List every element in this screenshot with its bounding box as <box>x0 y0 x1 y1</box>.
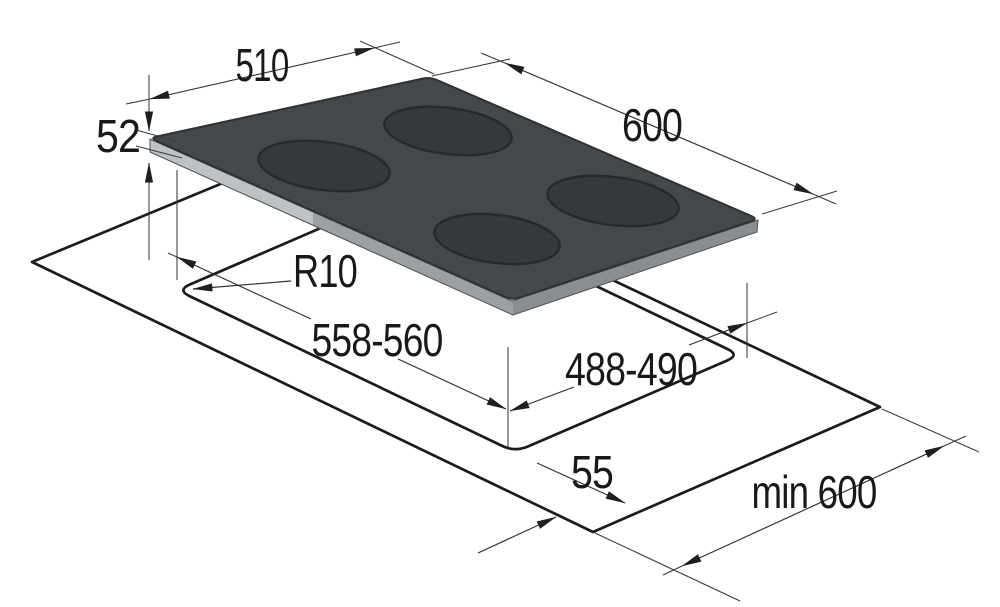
hob-glass-top <box>152 76 756 300</box>
dim-tail <box>662 565 683 576</box>
dim-label-55: 55 <box>571 446 613 498</box>
dim-label-52: 52 <box>96 110 140 162</box>
dim-label-558-560: 558-560 <box>312 314 443 366</box>
dim-label-min-600: min 600 <box>752 466 877 518</box>
hob-edge-front <box>313 212 513 315</box>
dim-line-min-600 <box>681 445 945 567</box>
dim-label-488-490: 488-490 <box>565 343 697 395</box>
dim-tail <box>480 52 506 64</box>
dimension-558-560: 558-560 <box>167 170 509 447</box>
dim-line-558-560-a <box>176 256 312 320</box>
leader-r10 <box>192 280 292 292</box>
dim-line-600 <box>504 62 814 195</box>
dim-label-r10: R10 <box>293 245 357 297</box>
hob-edge-left <box>150 139 313 226</box>
dim-tail <box>812 193 837 205</box>
dim-tail <box>746 311 778 324</box>
dimension-600: 600 <box>431 52 838 215</box>
ext-line-top-corner <box>431 58 511 77</box>
dim-tail <box>943 435 967 447</box>
dim-label-600: 600 <box>622 99 682 151</box>
dim-line-488-490-a <box>509 386 575 412</box>
dim-line-55-a <box>536 462 626 504</box>
dimension-52: 52 <box>96 75 183 260</box>
leader-top-surface <box>135 129 177 142</box>
dimension-488-490: 488-490 <box>509 283 778 412</box>
dim-line-488-490-b <box>688 322 748 346</box>
dim-line-510 <box>149 47 375 100</box>
dimension-510: 510 <box>125 39 435 105</box>
dimension-55: 55 <box>477 446 626 554</box>
dim-tail <box>125 98 151 105</box>
dim-tail <box>167 252 178 258</box>
ext-line-bottom-corner <box>594 532 741 602</box>
ext-line-top-corner <box>359 40 435 75</box>
ext-line-right-corner <box>881 408 980 453</box>
dim-tail <box>373 41 401 49</box>
leader-bottom-surface <box>135 145 183 159</box>
hob-edge-right <box>512 220 758 315</box>
dim-line-558-560-b <box>397 358 507 410</box>
hob-edge-outline <box>149 138 759 316</box>
dimension-r10: R10 <box>192 245 358 297</box>
dim-label-510: 510 <box>236 39 289 91</box>
dimension-min-600: min 600 <box>594 408 980 602</box>
dim-line-55-b <box>477 516 557 554</box>
ext-line-right-corner <box>761 190 838 215</box>
burner-front <box>433 212 561 266</box>
burner-left <box>257 139 391 193</box>
